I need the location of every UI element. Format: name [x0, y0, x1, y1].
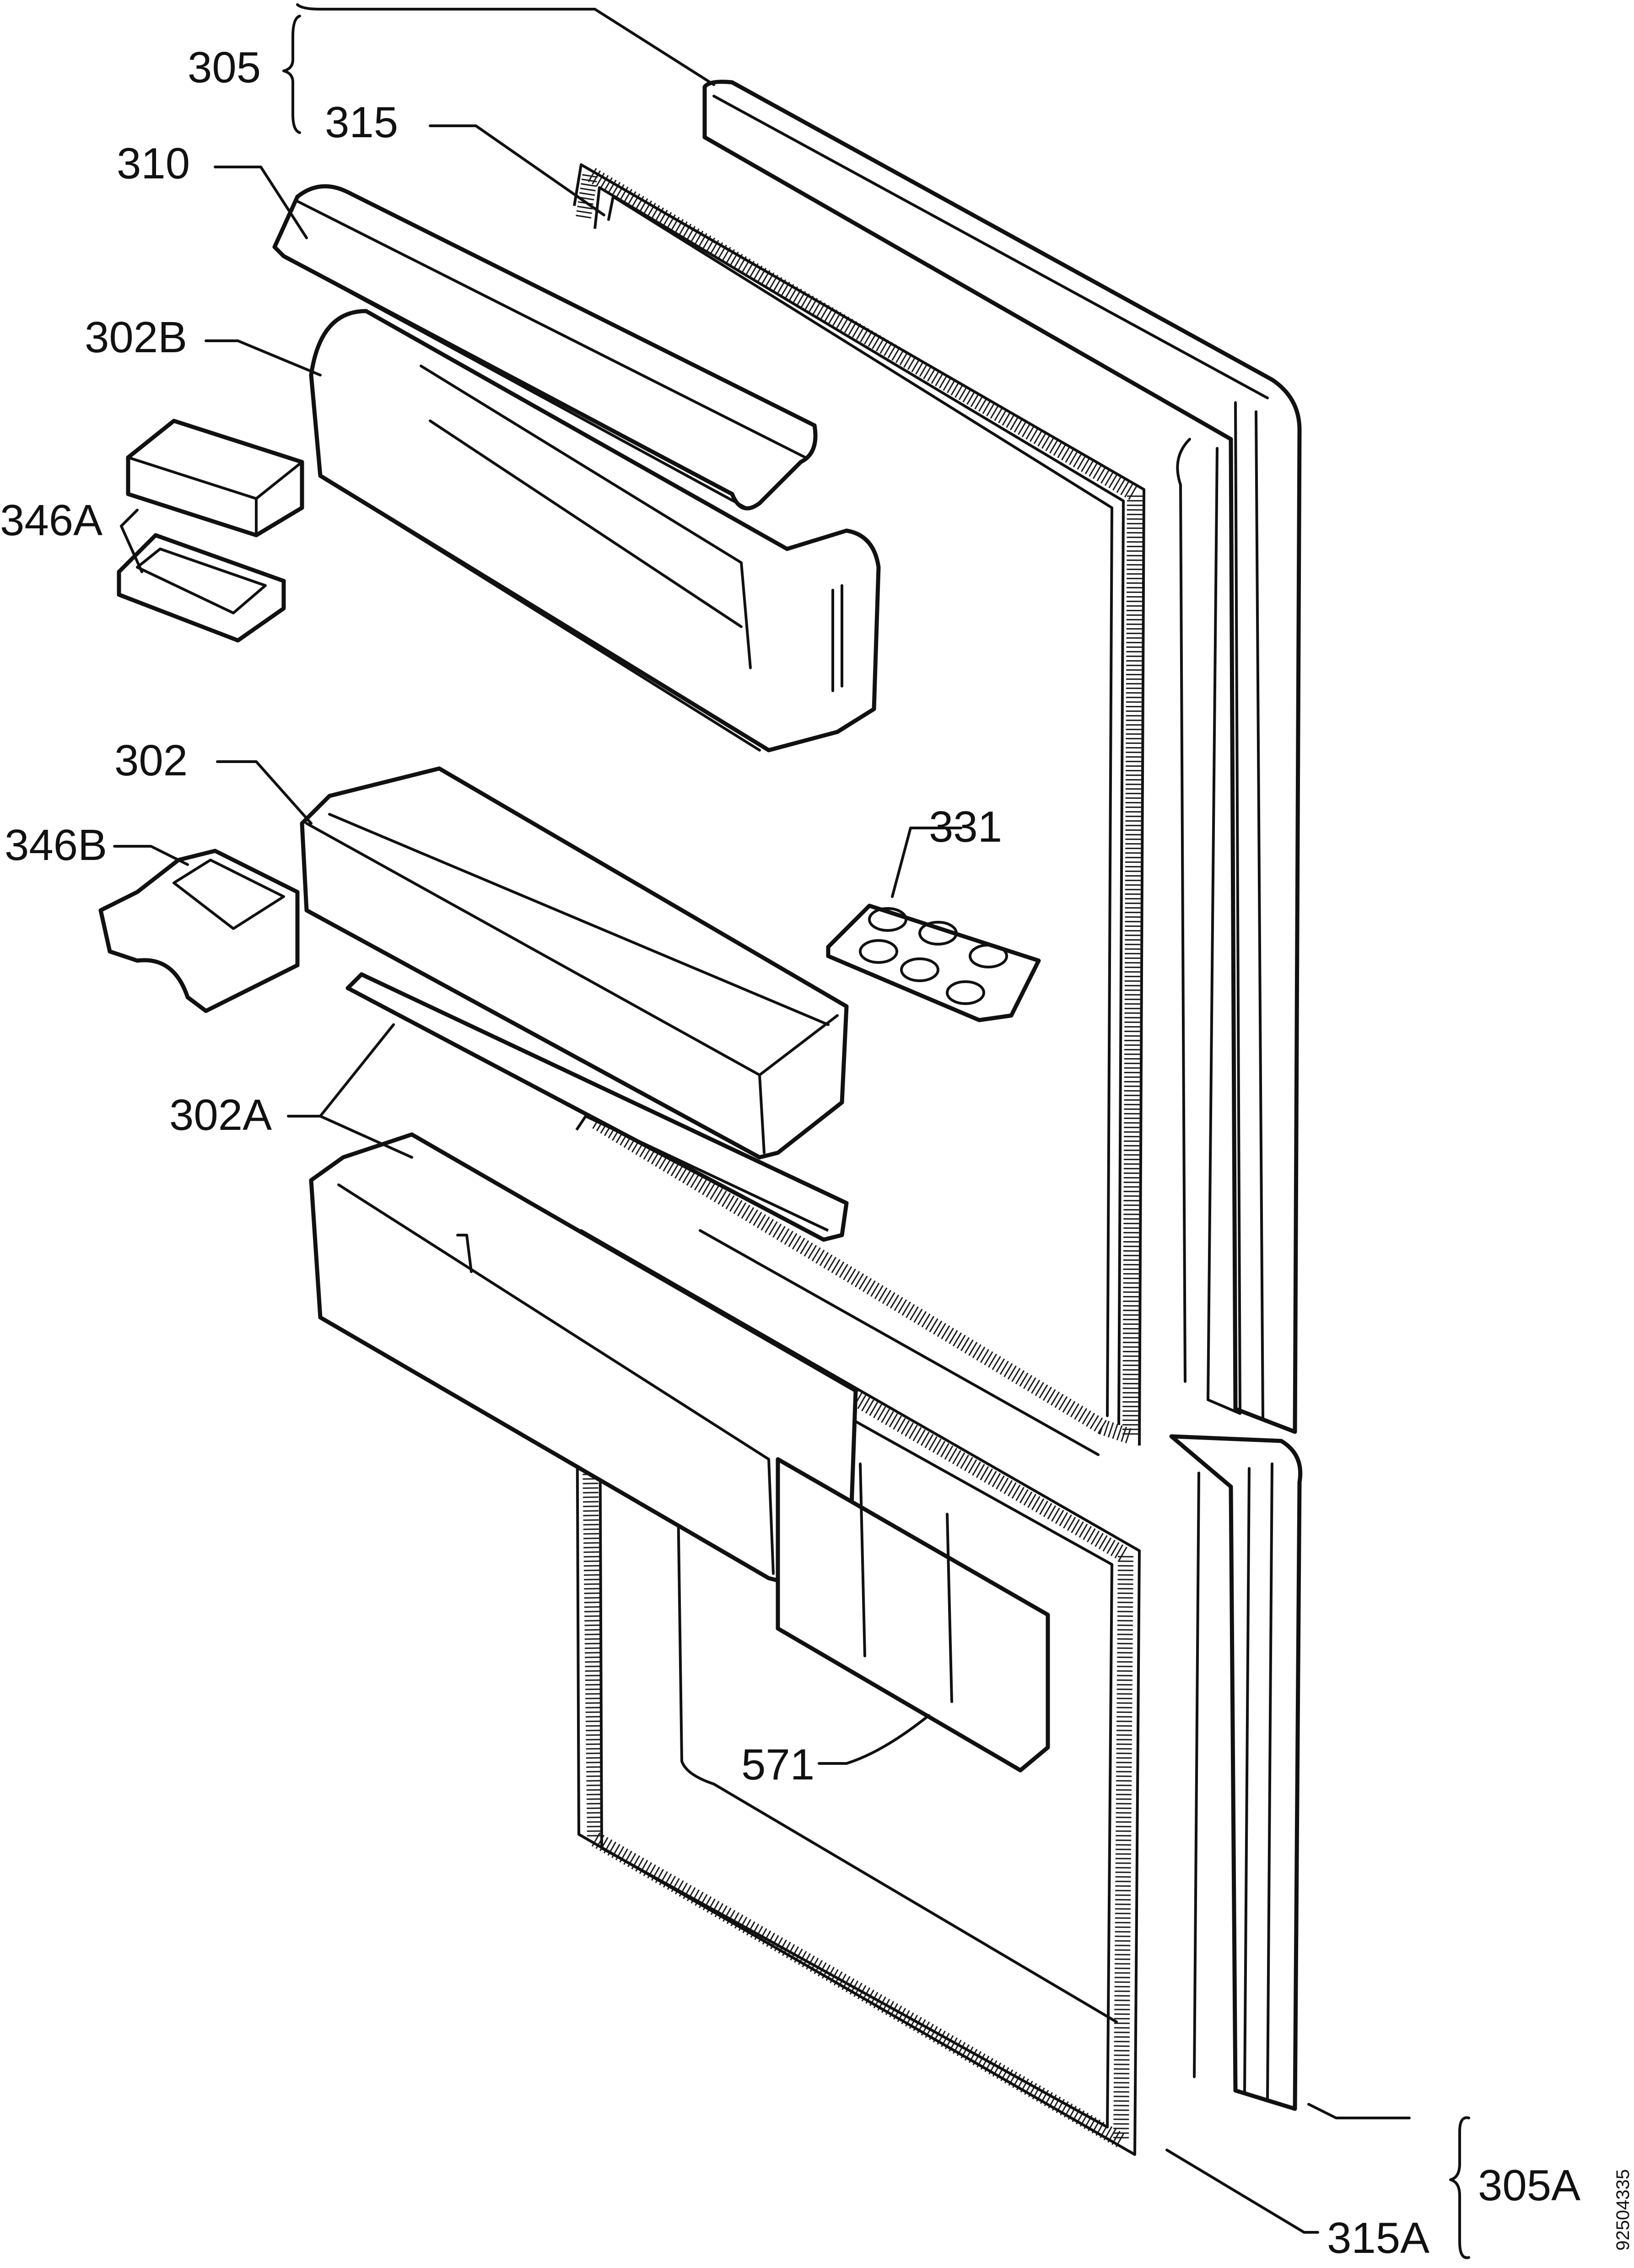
callout-331: 331	[929, 802, 1002, 851]
part-302-shelf	[300, 766, 849, 1160]
callout-571: 571	[741, 1740, 814, 1789]
callout-305: 305	[188, 43, 261, 92]
part-331-egg-tray	[826, 903, 1041, 1022]
leader-lines	[113, 3, 1470, 2259]
callout-346b: 346B	[5, 821, 107, 870]
drawing-code: 92504335	[1613, 2169, 1633, 2251]
part-302b-shelf	[309, 309, 881, 752]
lower-door-panel	[1169, 1434, 1303, 2111]
callout-315a: 315A	[1327, 2214, 1429, 2263]
callout-302a: 302A	[169, 1091, 272, 1139]
callout-346a: 346A	[0, 496, 102, 545]
upper-door-panel	[702, 80, 1302, 1434]
part-346b-box	[98, 849, 300, 1013]
part-346a-box	[126, 419, 304, 537]
upper-door-gasket	[573, 163, 1145, 1446]
callout-315: 315	[325, 98, 398, 147]
callout-305a: 305A	[1478, 2161, 1580, 2210]
part-346a-tray	[117, 533, 286, 643]
callout-310: 310	[117, 139, 190, 188]
callout-302: 302	[114, 736, 188, 785]
callout-302b: 302B	[85, 313, 187, 362]
part-310-flap	[272, 184, 818, 511]
part-302a-divider	[345, 972, 849, 1242]
callout-labels: 305 315 310 302B 346A 302 346B 331 302A …	[0, 43, 1633, 2263]
part-571-tray	[776, 1457, 1050, 1773]
